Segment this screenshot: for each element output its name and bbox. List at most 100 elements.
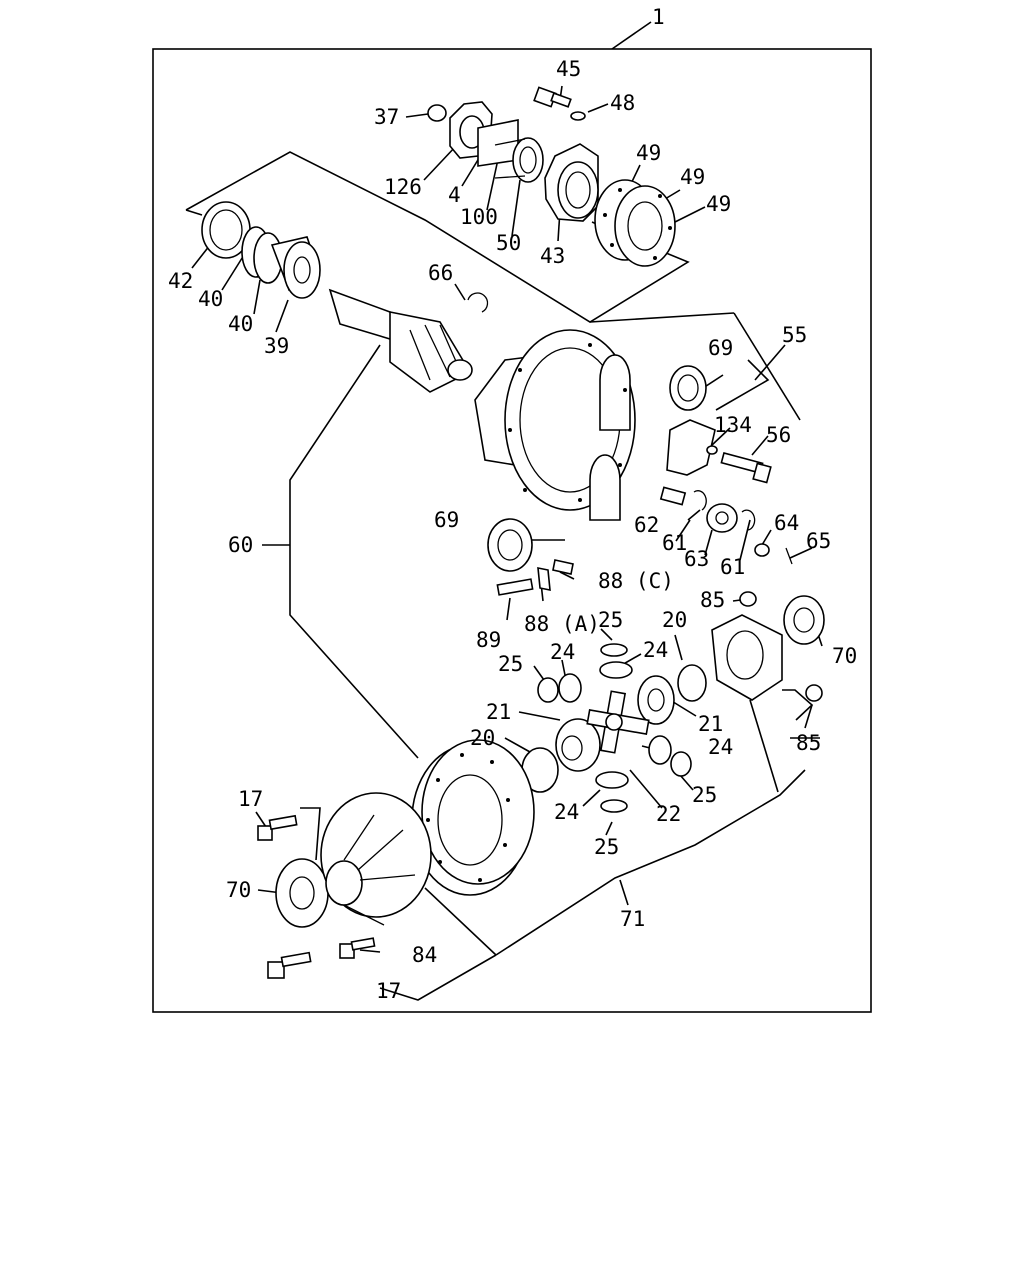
pinion-24c-icon	[648, 735, 672, 765]
pin-65-icon	[785, 547, 793, 565]
callout-126: 126	[384, 175, 422, 199]
bolt-62-icon	[659, 486, 687, 506]
callout-63: 63	[684, 547, 709, 571]
diagram-frame	[152, 48, 872, 1013]
nut-64-icon	[754, 543, 770, 557]
callout-56: 56	[766, 423, 791, 447]
side-gear-21b-icon	[637, 675, 675, 725]
callout-39: 39	[264, 334, 289, 358]
callout-55: 55	[782, 323, 807, 347]
callout-17b: 17	[376, 979, 401, 1003]
bolt-84-icon	[339, 937, 376, 959]
side-gear-21a-icon	[555, 718, 601, 772]
lock-plate-88c-icon	[552, 559, 574, 575]
snap-ring-66-icon	[467, 292, 489, 313]
callout-45: 45	[556, 57, 581, 81]
bolt-17a-icon	[257, 814, 298, 841]
bolt-17b-icon	[267, 951, 312, 979]
callout-64: 64	[774, 511, 799, 535]
callout-70b: 70	[226, 878, 251, 902]
callout-61a: 61	[662, 531, 687, 555]
callout-24b: 24	[643, 638, 668, 662]
spider-22-icon	[586, 690, 650, 754]
callout-70a: 70	[832, 644, 857, 668]
callout-24d: 24	[554, 800, 579, 824]
callout-85a: 85	[700, 588, 725, 612]
adjuster-69a-icon	[669, 365, 707, 411]
callout-20a: 20	[662, 608, 687, 632]
bearing-70b-icon	[275, 858, 329, 928]
plug-63-icon	[706, 503, 738, 533]
washer-25a-icon	[600, 643, 628, 657]
callout-21b: 21	[698, 712, 723, 736]
callout-65: 65	[806, 529, 831, 553]
retainer-43-icon	[544, 143, 599, 222]
shims-49-icon	[594, 179, 676, 267]
callout-85b: 85	[796, 731, 821, 755]
nut-85a-icon	[739, 591, 757, 607]
diff-case-right-icon	[711, 614, 783, 701]
pinion-gear-icon	[328, 288, 473, 393]
callout-24c: 24	[708, 735, 733, 759]
callout-66: 66	[428, 261, 453, 285]
callout-43: 43	[540, 244, 565, 268]
diff-case-left-icon	[320, 792, 432, 926]
callout-25c: 25	[692, 783, 717, 807]
callout-134: 134	[714, 413, 752, 437]
callout-20b: 20	[470, 726, 495, 750]
callout-48: 48	[610, 91, 635, 115]
callout-62: 62	[634, 513, 659, 537]
nut-85b-icon	[805, 684, 823, 702]
callout-69b: 69	[434, 508, 459, 532]
callout-22: 22	[656, 802, 681, 826]
callout-1: 1	[652, 5, 665, 29]
pinion-24d-icon	[595, 771, 629, 789]
washer-48-icon	[570, 111, 586, 121]
pinion-24b-icon	[599, 661, 633, 679]
callout-25d: 25	[594, 835, 619, 859]
lock-61a-icon	[693, 490, 707, 511]
callout-24a: 24	[550, 640, 575, 664]
callout-49b: 49	[680, 165, 705, 189]
callout-labels: 1 45 48 37 126 4 100 50 43 49 49 49 42 4…	[168, 5, 857, 1003]
adjuster-69b-icon	[487, 518, 533, 572]
lock-plate-88a-icon	[537, 567, 551, 591]
callout-88c: 88 (C)	[598, 569, 674, 593]
bolt-89-icon	[496, 578, 534, 596]
part-drawings	[201, 86, 825, 979]
callout-61b: 61	[720, 555, 745, 579]
callout-42: 42	[168, 269, 193, 293]
callout-21a: 21	[486, 700, 511, 724]
washer-25c-icon	[670, 751, 692, 777]
bolt-45-icon	[533, 86, 572, 108]
bearing-70a-icon	[783, 595, 825, 645]
callout-49a: 49	[636, 141, 661, 165]
callout-89: 89	[476, 628, 501, 652]
bearing-50-icon	[494, 137, 544, 183]
callout-49c: 49	[706, 192, 731, 216]
lock-61b-icon	[741, 509, 756, 531]
ring-gear-icon	[411, 739, 535, 896]
callout-88a: 88 (A)	[524, 612, 600, 636]
washer-20a-icon	[677, 664, 707, 702]
companion-flange-126-icon	[449, 101, 519, 167]
callout-71: 71	[620, 907, 645, 931]
bearing-39-icon	[270, 236, 321, 299]
carrier-housing-icon	[474, 329, 636, 521]
callout-4: 4	[448, 183, 461, 207]
bolt-56-icon	[706, 445, 772, 484]
pinion-24a-icon	[558, 673, 582, 703]
callout-60: 60	[228, 533, 253, 557]
callout-100: 100	[460, 205, 498, 229]
callout-17a: 17	[238, 787, 263, 811]
washer-25b-icon	[537, 677, 559, 703]
callout-25a: 25	[598, 608, 623, 632]
callout-40a: 40	[198, 287, 223, 311]
washer-25d-icon	[600, 799, 628, 813]
nut-37-icon	[427, 104, 447, 122]
callout-69a: 69	[708, 336, 733, 360]
bearing-cap-134-icon	[666, 419, 716, 476]
callout-84: 84	[412, 943, 437, 967]
callout-40b: 40	[228, 312, 253, 336]
